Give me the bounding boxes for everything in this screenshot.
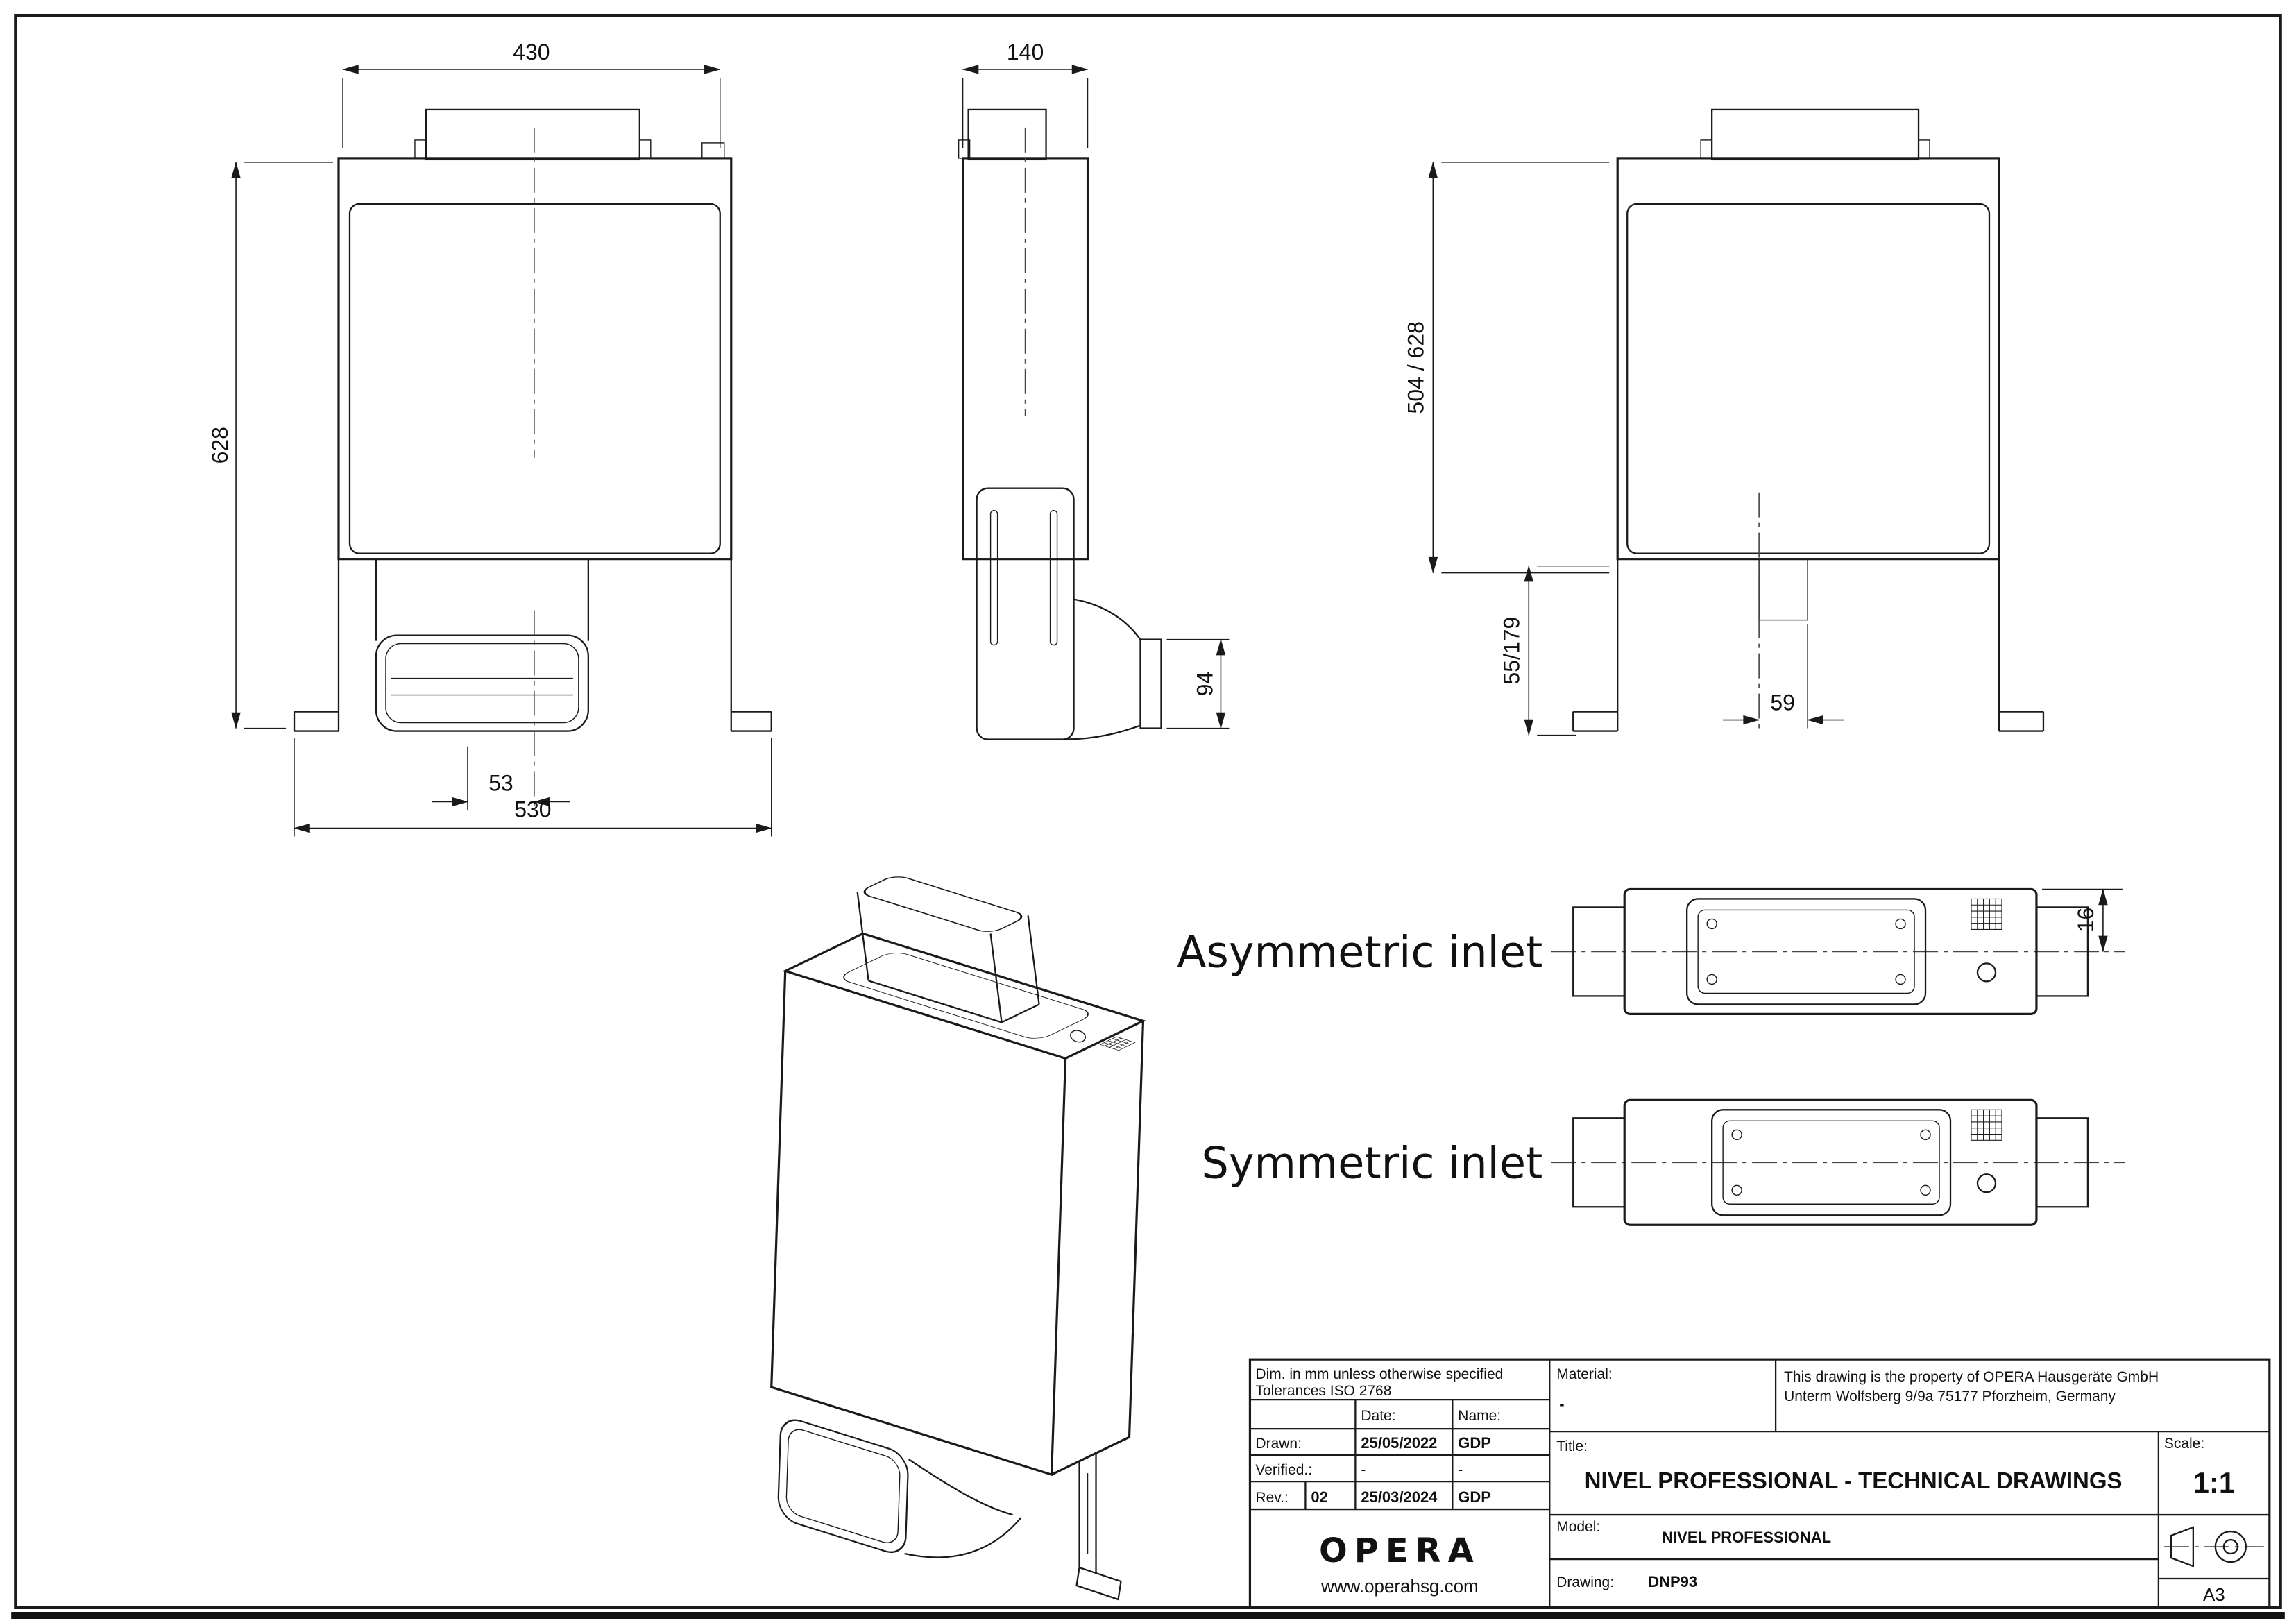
iso-top-flange	[843, 953, 1089, 1039]
rev-value: 02	[1311, 1488, 1327, 1506]
iso-knurl	[1099, 1036, 1136, 1051]
material-value: -	[1559, 1395, 1564, 1413]
front-inlet-spigot	[425, 108, 640, 161]
title-label: Title:	[1556, 1438, 1588, 1454]
rear-outlet-stub	[1758, 558, 1808, 621]
property-line2: Unterm Wolfsberg 9/9a 75177 Pforzheim, G…	[1784, 1388, 2116, 1404]
material-label: Material:	[1556, 1366, 1612, 1382]
verified-name: -	[1458, 1462, 1463, 1478]
iso-right-face	[1051, 1021, 1145, 1476]
iso-cap-circle	[1070, 1030, 1087, 1043]
rear-bracket-right	[1998, 559, 2045, 732]
side-elbow-bottom	[1065, 724, 1141, 740]
sym-knurl	[1971, 1109, 2002, 1141]
front-panel	[348, 203, 721, 554]
side-outlet-flange	[1139, 638, 1162, 729]
col-date: Date:	[1361, 1408, 1395, 1424]
asym-screw-circle	[1976, 962, 1997, 983]
dim-front-height: 628	[207, 427, 232, 464]
front-body	[337, 157, 733, 561]
dim-front-offset: 53	[488, 771, 513, 796]
sheet-bottom-bar	[11, 1612, 2285, 1620]
iso-vent	[777, 1419, 909, 1553]
verified-date: -	[1361, 1462, 1366, 1478]
sym-opening-outer	[1711, 1109, 1952, 1216]
sym-opening-inner	[1722, 1120, 1940, 1205]
rear-bracket-left	[1572, 559, 1619, 732]
rev-date: 25/03/2024	[1361, 1488, 1438, 1506]
rear-panel	[1626, 203, 1991, 554]
sheet-frame	[14, 13, 2282, 1610]
dim-front-width: 430	[513, 40, 550, 65]
verified-label: Verified.:	[1255, 1462, 1312, 1478]
symmetric-inlet-label: Symmetric inlet	[1201, 1137, 1542, 1188]
rear-body	[1616, 157, 2000, 561]
model-label: Model:	[1556, 1519, 1600, 1535]
dim-front-total-width: 530	[514, 797, 551, 822]
drawing-title: NIVEL PROFESSIONAL - TECHNICAL DRAWINGS	[1585, 1468, 2123, 1493]
iso-spigot-edges	[856, 892, 1040, 1023]
drawn-date: 25/05/2022	[1361, 1434, 1437, 1452]
side-slot-left	[989, 509, 998, 646]
iso-bracket-foot	[1075, 1566, 1122, 1601]
drawing-value: DNP93	[1648, 1573, 1697, 1590]
dim-rear-bracket: 55/179	[1499, 617, 1524, 685]
asym-body	[1623, 887, 2038, 1015]
front-bracket-left	[293, 559, 340, 732]
side-back-panel	[976, 487, 1075, 740]
scale-label: Scale:	[2164, 1436, 2204, 1452]
dim-rear-height: 504 / 628	[1403, 321, 1428, 414]
iso-spigot-base	[868, 980, 1040, 1023]
title-block: Dim. in mm unless otherwise specified To…	[1248, 1358, 2271, 1609]
sheet-size: A3	[2203, 1584, 2225, 1605]
side-elbow-top	[1073, 598, 1141, 640]
asym-opening-outer	[1686, 898, 1927, 1005]
drawing-label: Drawing:	[1556, 1574, 1614, 1590]
col-name: Name:	[1458, 1408, 1501, 1424]
rear-inlet-spigot	[1711, 108, 1920, 161]
dim-side-depth: 140	[1007, 40, 1044, 65]
rear-view: 504 / 628 55/179 59	[1403, 108, 2045, 736]
dim-inlet-offset: 16	[2073, 908, 2098, 933]
model-value: NIVEL PROFESSIONAL	[1662, 1529, 1831, 1546]
front-bracket-right	[730, 559, 772, 732]
website: www.operahsg.com	[1320, 1576, 1479, 1597]
front-vent	[375, 634, 589, 732]
note-line1: Dim. in mm unless otherwise specified	[1255, 1366, 1503, 1382]
iso-front-face	[770, 971, 1067, 1477]
drawn-label: Drawn:	[1255, 1436, 1301, 1452]
dim-rear-offset: 59	[1770, 690, 1795, 715]
note-line2: Tolerances ISO 2768	[1255, 1383, 1391, 1399]
symmetric-inlet-view: Symmetric inlet	[1201, 1098, 2125, 1226]
asym-knurl	[1971, 898, 2002, 930]
side-inlet-spigot	[967, 108, 1047, 161]
scale-value: 1:1	[2193, 1466, 2236, 1499]
iso-duct-curve-bottom	[904, 1517, 1022, 1558]
iso-duct-curve-top	[908, 1459, 1013, 1516]
third-angle-projection-icon	[2163, 1526, 2264, 1567]
side-slot-right	[1049, 509, 1058, 646]
sym-screw-circle	[1976, 1173, 1997, 1193]
rev-name: GDP	[1458, 1488, 1491, 1506]
asym-opening-inner	[1697, 909, 1915, 994]
asymmetric-inlet-label: Asymmetric inlet	[1177, 926, 1542, 977]
isometric-view	[770, 876, 1146, 1601]
property-line1: This drawing is the property of OPERA Ha…	[1784, 1369, 2159, 1385]
drawn-name: GDP	[1458, 1434, 1491, 1452]
rev-label: Rev.:	[1255, 1490, 1288, 1506]
sym-body	[1623, 1098, 2038, 1226]
side-view: 140 94	[958, 40, 1230, 740]
iso-bracket	[1078, 1454, 1097, 1574]
opera-logo: OPERA	[1319, 1531, 1481, 1570]
iso-spigot-top	[863, 876, 1023, 932]
dim-side-outlet-height: 94	[1192, 672, 1217, 697]
iso-top-face	[782, 932, 1146, 1060]
asymmetric-inlet-view: Asymmetric inlet 16	[1177, 887, 2125, 1015]
front-view: 430 628 53 530	[207, 40, 772, 837]
